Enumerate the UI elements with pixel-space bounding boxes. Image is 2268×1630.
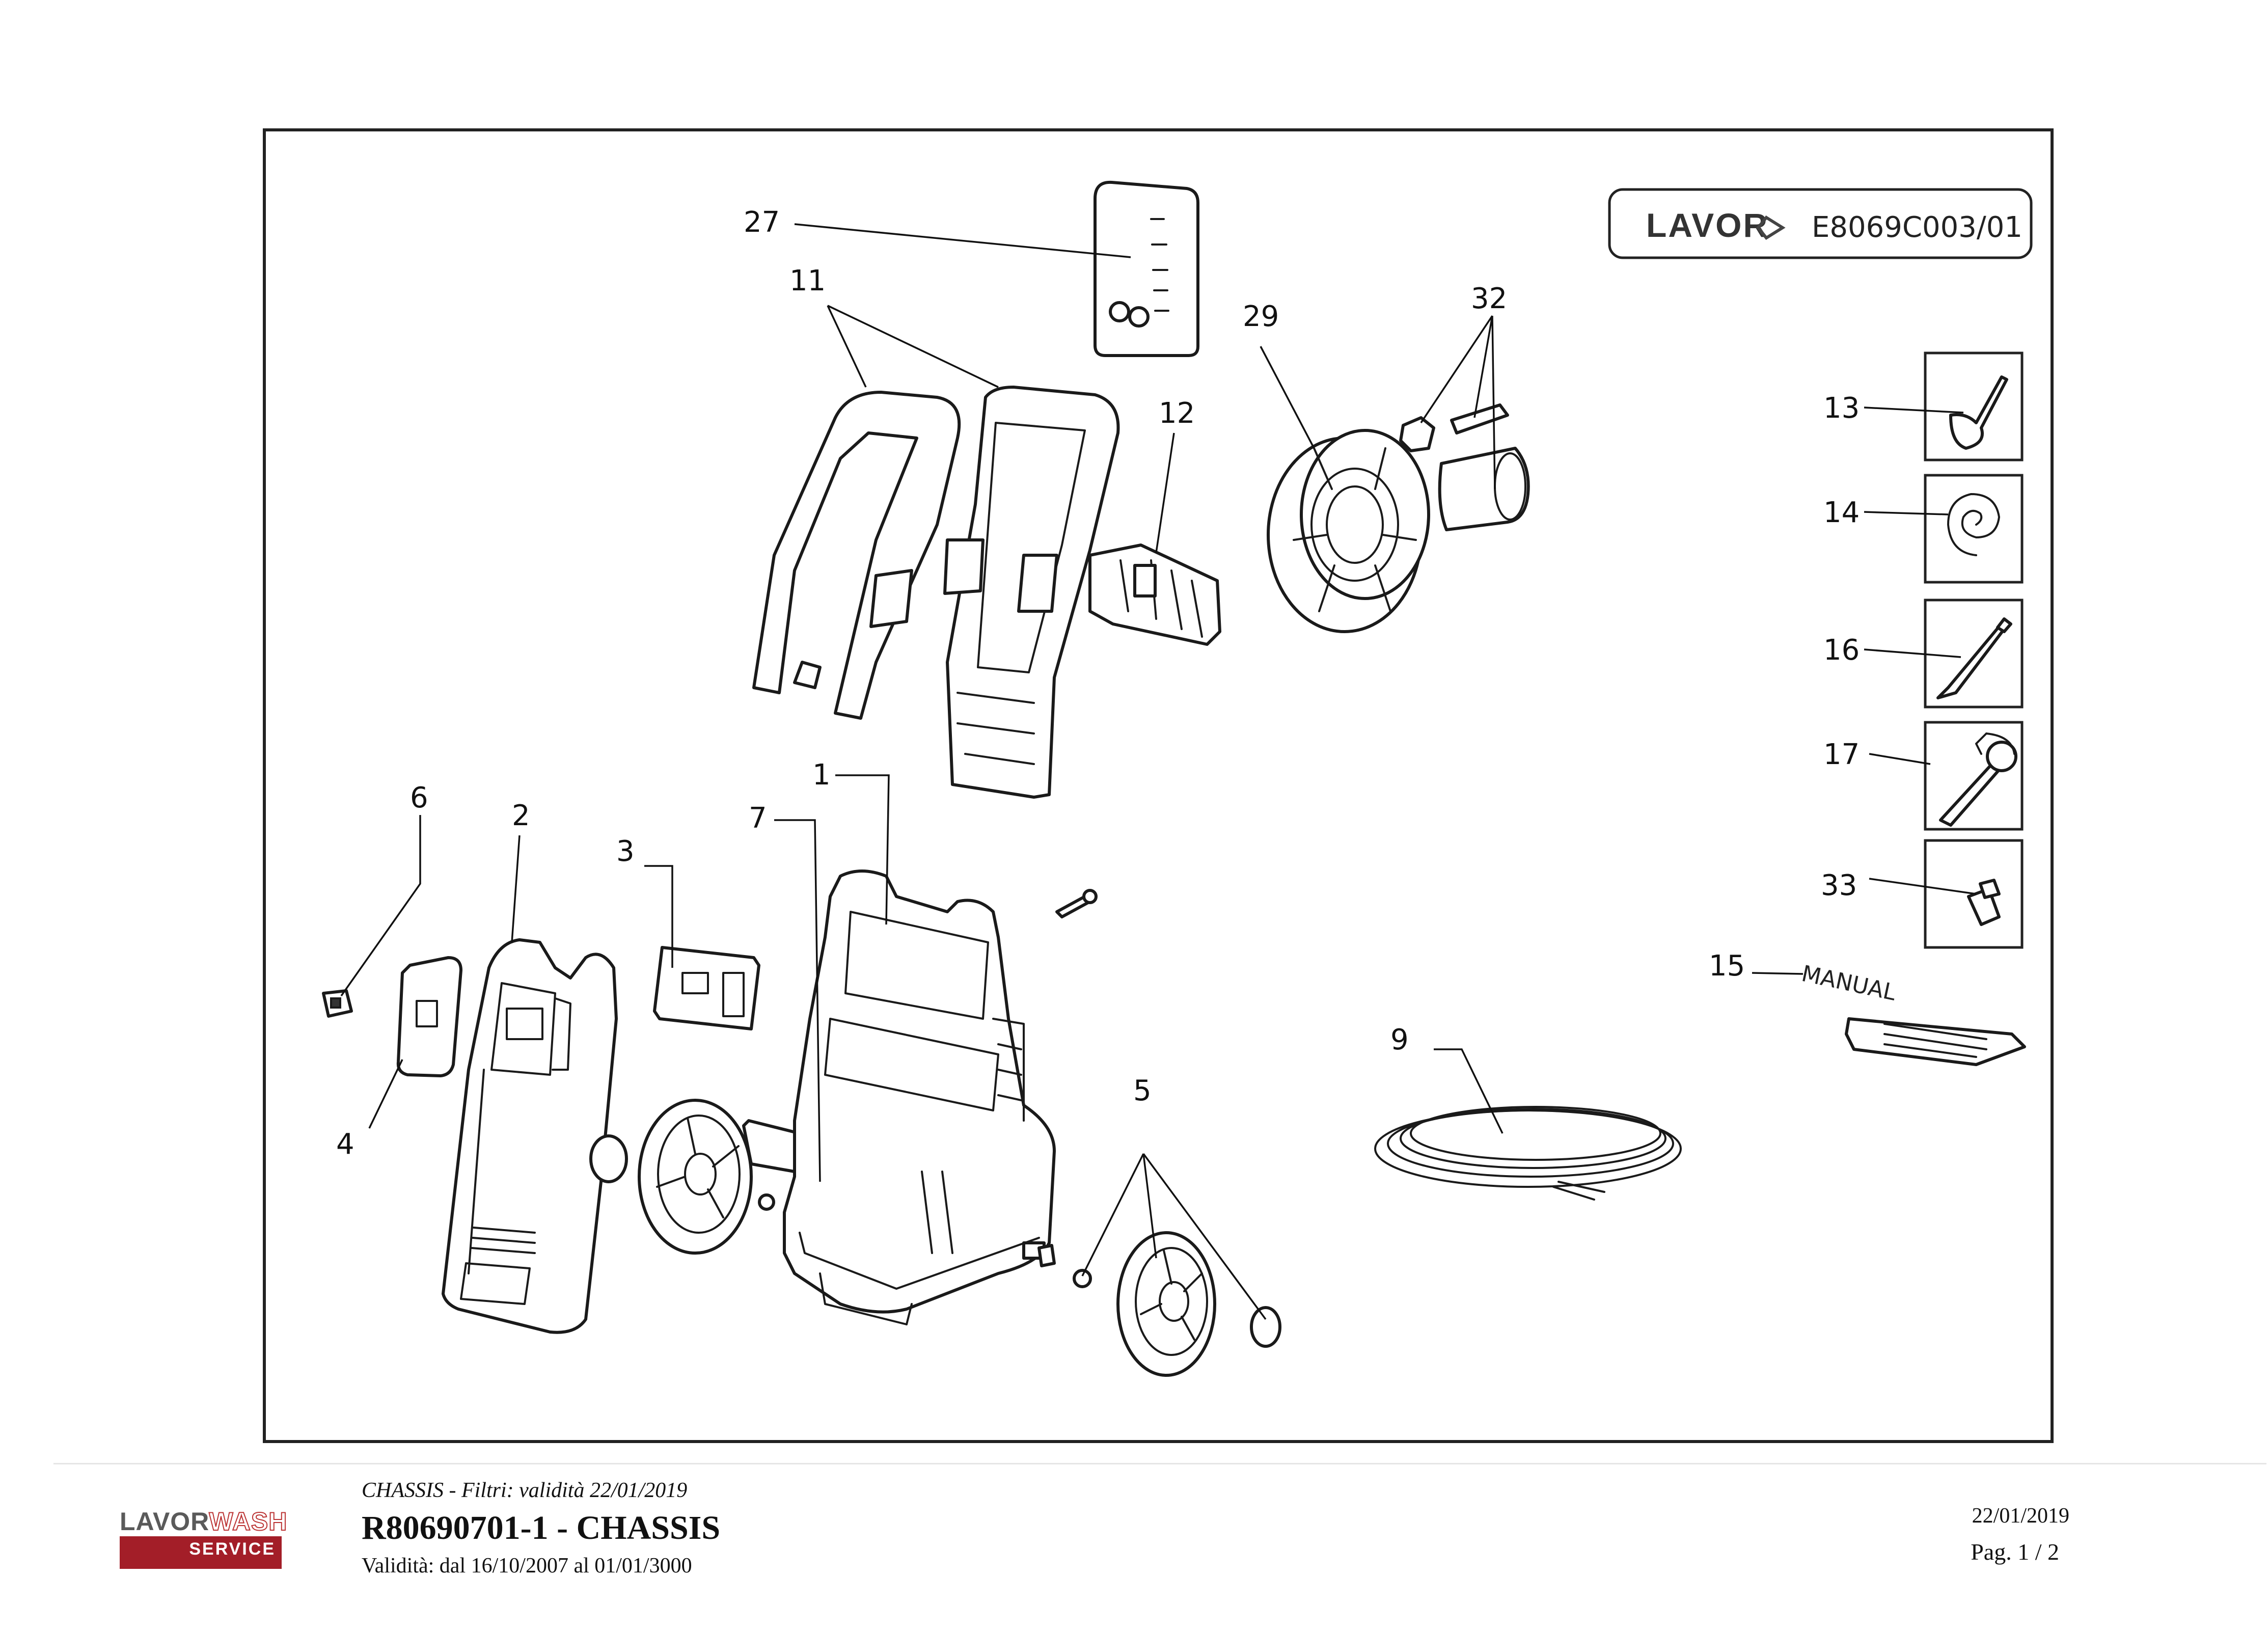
header-code-box: LAVOR E8069C003/01: [1608, 188, 2033, 259]
footer-logo-bar: [120, 1536, 282, 1569]
wheel-front: [1116, 1231, 1216, 1377]
callout-3: 3: [616, 835, 635, 868]
footer-validity: Validità: dal 16/10/2007 al 01/01/3000: [362, 1554, 692, 1578]
part-2-front-cover: [442, 938, 618, 1334]
callout-5: 5: [1133, 1074, 1152, 1107]
footer-title: R80690701-1 - CHASSIS: [362, 1509, 721, 1546]
footer-logo-wash: WASH: [208, 1507, 288, 1536]
callout-7: 7: [749, 802, 767, 835]
part-3-panel: [653, 946, 760, 1030]
footer-logo-wordmark: LAVORWASH: [120, 1507, 287, 1536]
part-9-hose: [1374, 1106, 1682, 1201]
brand-logo-text: LAVOR: [1646, 206, 1769, 244]
callout-14: 14: [1823, 496, 1860, 529]
axle-cap: [589, 1134, 628, 1183]
callout-27: 27: [744, 206, 780, 239]
wheel-rear: [638, 1099, 753, 1255]
callout-32: 32: [1471, 282, 1507, 315]
wheel-cap: [1250, 1306, 1281, 1348]
manual-label: MANUAL: [1799, 961, 1899, 1006]
screw-part: [1055, 889, 1098, 918]
accessory-13-lance-tip: [1924, 351, 2024, 461]
callout-6: 6: [410, 781, 428, 814]
accessory-14-spiral: [1924, 474, 2024, 584]
callout-13: 13: [1823, 392, 1860, 425]
leader-lines: [340, 223, 1977, 1320]
footer-date: 22/01/2019: [1972, 1504, 2069, 1528]
footer-divider: [53, 1463, 2266, 1464]
part-12-bracket: [1088, 544, 1221, 646]
callout-29: 29: [1243, 300, 1279, 333]
callout-9: 9: [1390, 1023, 1409, 1056]
part-15-manual: MANUAL: [1799, 961, 2026, 1066]
part-32-reel-hub: [1399, 403, 1530, 531]
callout-2: 2: [512, 799, 530, 832]
footer-logo: LAVORWASH SERVICE: [120, 1507, 287, 1570]
part-11-handle: [752, 386, 1120, 799]
callout-12: 12: [1159, 397, 1195, 430]
accessory-16-lance: [1924, 599, 2024, 709]
accessory-17-rotary-nozzle: [1924, 721, 2024, 831]
part-27-cover: [1094, 180, 1199, 357]
callout-17: 17: [1823, 738, 1860, 771]
part-6-switch: [322, 989, 353, 1018]
part-1-main-body: [783, 870, 1056, 1325]
diagram-frame: [263, 128, 2054, 1443]
footer-logo-service: SERVICE: [189, 1539, 276, 1559]
callout-16: 16: [1823, 634, 1860, 667]
part-29-hose-reel: [1267, 429, 1430, 633]
callout-33: 33: [1821, 869, 1857, 902]
footer-page-number: Pag. 1 / 2: [1971, 1539, 2059, 1565]
wheel-nut: [758, 1193, 1092, 1288]
callout-4: 4: [336, 1128, 354, 1161]
callout-numbers: 27 11 12 29 32 13 14 16 17 33 15 9 5 1 7…: [336, 206, 1860, 1161]
brand-diamond-icon: [1756, 215, 1786, 240]
part-4-cover-plate: [396, 956, 462, 1077]
footer-subtitle: CHASSIS - Filtri: validità 22/01/2019: [362, 1479, 688, 1502]
callout-1: 1: [812, 758, 831, 792]
drawing-code: E8069C003/01: [1812, 211, 2023, 244]
callout-15: 15: [1709, 949, 1745, 983]
callout-11: 11: [789, 264, 826, 297]
footer-logo-brand: LAVOR: [120, 1507, 209, 1536]
